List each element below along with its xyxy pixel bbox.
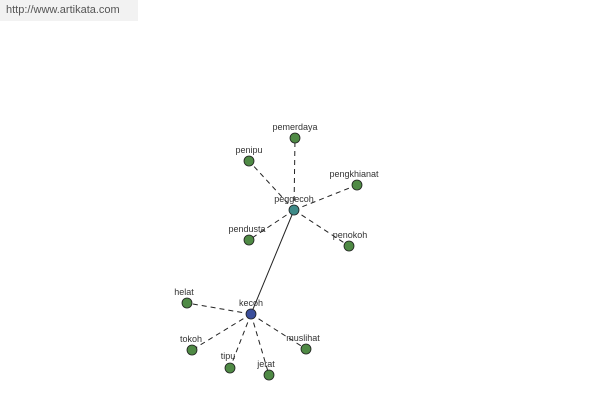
node-jerat[interactable]: jerat xyxy=(256,359,275,381)
node-label-pengkhianat[interactable]: pengkhianat xyxy=(329,169,379,179)
node-dot-tokoh[interactable] xyxy=(186,344,198,356)
node-dot-helat[interactable] xyxy=(181,297,193,309)
node-helat[interactable]: helat xyxy=(174,287,194,309)
graph-nodes: peggecoh kecoh pemerdaya penipu pengkhianat p… xyxy=(174,122,379,381)
edge-kecoh-helat xyxy=(186,302,252,315)
node-penokoh[interactable]: penokoh xyxy=(333,230,368,252)
node-label-muslihat[interactable]: muslihat xyxy=(286,333,320,343)
node-kecoh[interactable]: kecoh xyxy=(239,298,263,320)
node-dot-penipu[interactable] xyxy=(243,155,255,167)
edge-kecoh-tokoh xyxy=(191,313,252,351)
source-url[interactable]: http://www.artikata.com xyxy=(0,0,138,21)
node-dot-pemerdaya[interactable] xyxy=(289,132,301,144)
edge-kecoh-tipu xyxy=(229,313,252,369)
node-label-pemerdaya[interactable]: pemerdaya xyxy=(272,122,317,132)
node-dot-muslihat[interactable] xyxy=(300,343,312,355)
node-tokoh[interactable]: tokoh xyxy=(180,334,202,356)
edge-peggecoh-pengkhianat xyxy=(293,184,358,211)
edge-peggecoh-penipu xyxy=(248,160,295,211)
node-label-helat[interactable]: helat xyxy=(174,287,194,297)
node-peggecoh[interactable]: peggecoh xyxy=(274,194,314,216)
node-dot-penokoh[interactable] xyxy=(343,240,355,252)
graph-edges xyxy=(186,137,358,376)
edge-peggecoh-penokoh xyxy=(293,209,350,247)
node-muslihat[interactable]: muslihat xyxy=(286,333,320,355)
node-label-penokoh[interactable]: penokoh xyxy=(333,230,368,240)
node-label-tipu[interactable]: tipu xyxy=(221,351,236,361)
edge-kecoh-muslihat xyxy=(250,313,307,350)
node-label-jerat[interactable]: jerat xyxy=(256,359,275,369)
node-dot-pengkhianat[interactable] xyxy=(351,179,363,191)
edge-peggecoh-pemerdaya xyxy=(293,137,296,211)
node-penipu[interactable]: penipu xyxy=(235,145,263,167)
node-label-kecoh[interactable]: kecoh xyxy=(239,298,263,308)
node-dot-kecoh[interactable] xyxy=(245,308,257,320)
node-label-tokoh[interactable]: tokoh xyxy=(180,334,202,344)
node-tipu[interactable]: tipu xyxy=(221,351,236,374)
node-dot-tipu[interactable] xyxy=(224,362,236,374)
node-pemerdaya[interactable]: pemerdaya xyxy=(272,122,318,144)
node-pengkhianat[interactable]: pengkhianat xyxy=(329,169,379,191)
node-dot-jerat[interactable] xyxy=(263,369,275,381)
edge-peggecoh-pendusta xyxy=(248,209,295,241)
node-dot-pendusta[interactable] xyxy=(243,234,255,246)
edge-kecoh-jerat xyxy=(250,313,270,376)
edge-peggecoh-kecoh xyxy=(250,209,295,315)
node-dot-peggecoh[interactable] xyxy=(288,204,300,216)
node-label-pendusta[interactable]: pendusta xyxy=(228,224,265,234)
node-label-penipu[interactable]: penipu xyxy=(235,145,262,155)
node-label-peggecoh[interactable]: peggecoh xyxy=(274,194,314,204)
node-pendusta[interactable]: pendusta xyxy=(228,224,266,246)
